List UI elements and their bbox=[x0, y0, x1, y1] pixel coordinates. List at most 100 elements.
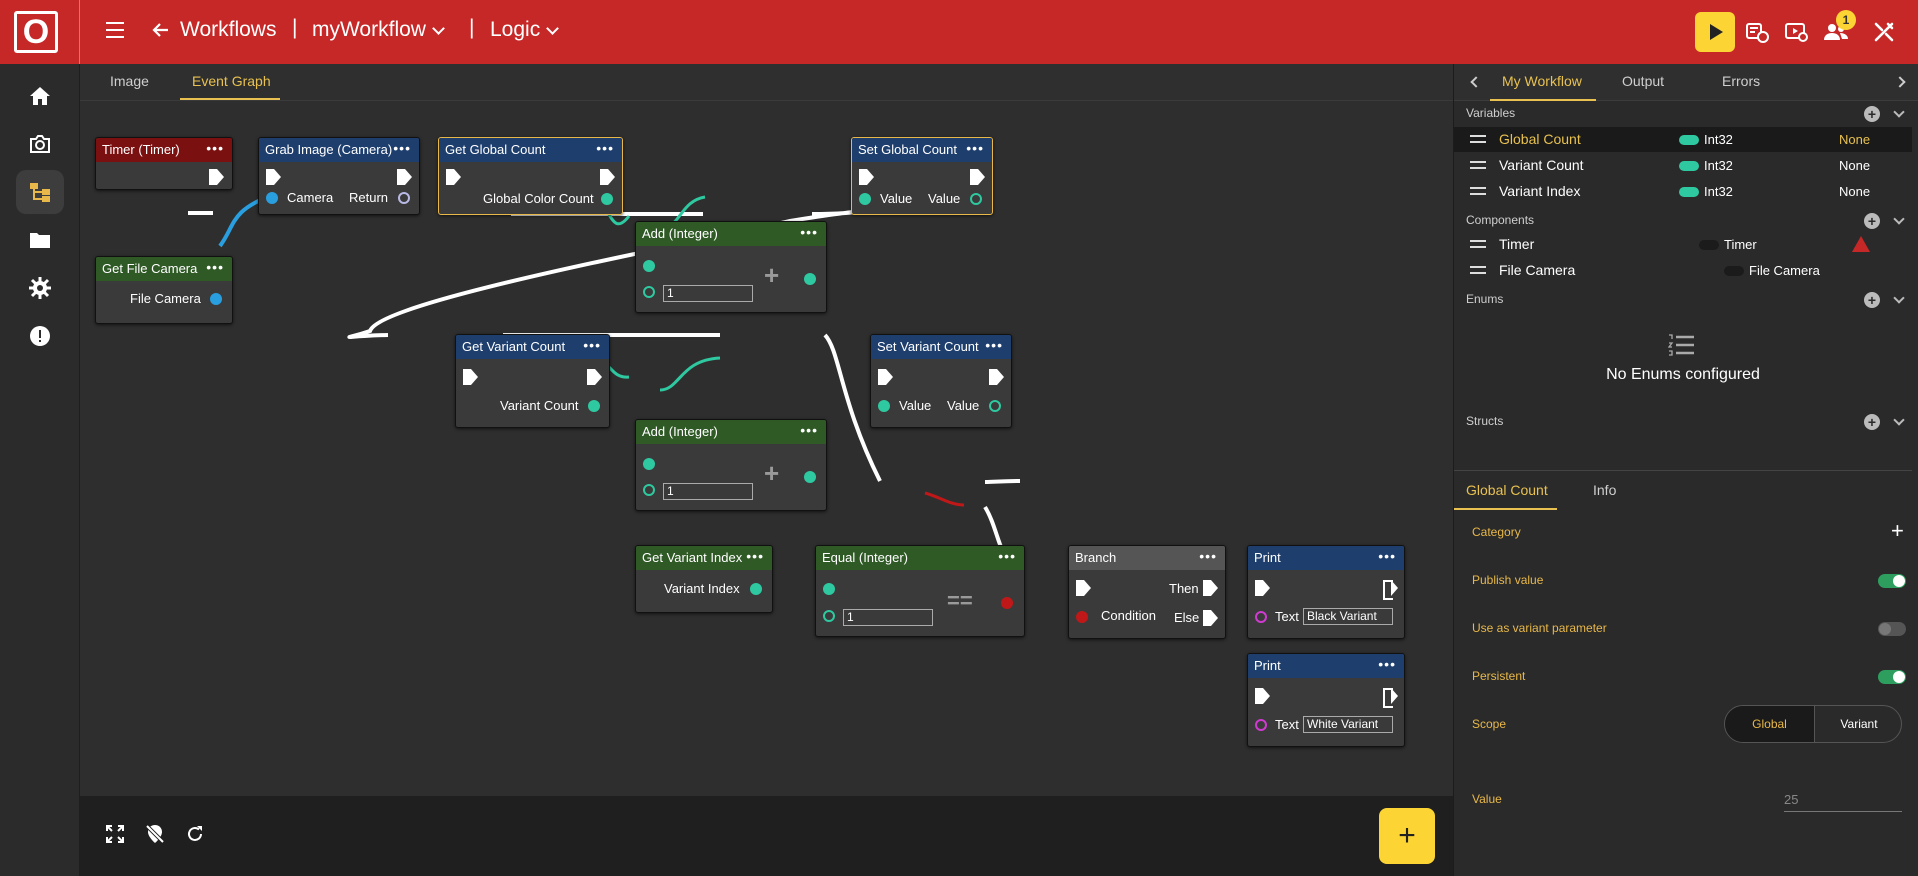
component-row[interactable]: Timer Timer bbox=[1454, 232, 1912, 257]
drag-handle-icon[interactable] bbox=[1470, 161, 1486, 173]
drag-handle-icon[interactable] bbox=[1470, 187, 1486, 199]
node-menu-icon[interactable]: ••• bbox=[1199, 548, 1217, 564]
text-value-input[interactable]: Black Variant bbox=[1303, 608, 1393, 625]
exec-out-pin[interactable] bbox=[209, 169, 224, 185]
result-out-pin[interactable] bbox=[1001, 597, 1013, 609]
event-graph-canvas[interactable]: Timer (Timer)••• Grab Image (Camera)••• … bbox=[80, 101, 1453, 796]
result-out-pin[interactable] bbox=[804, 471, 816, 483]
value-out-pin[interactable] bbox=[970, 193, 982, 205]
node-menu-icon[interactable]: ••• bbox=[206, 259, 224, 275]
exec-out-pin[interactable] bbox=[989, 369, 1004, 385]
exec-out-pin[interactable] bbox=[600, 169, 615, 185]
text-in-pin[interactable] bbox=[1255, 611, 1267, 623]
b-in-pin[interactable] bbox=[643, 484, 655, 496]
print-node[interactable]: Print••• Text Black Variant bbox=[1247, 545, 1405, 639]
text-value-input[interactable]: White Variant bbox=[1303, 716, 1393, 733]
b-value-input[interactable]: 1 bbox=[843, 609, 933, 626]
add-integer-node[interactable]: Add (Integer)••• 1 + bbox=[635, 419, 827, 511]
add-variable-button[interactable]: + bbox=[1864, 106, 1880, 122]
node-menu-icon[interactable]: ••• bbox=[746, 548, 764, 564]
workflow-selector[interactable]: myWorkflow bbox=[312, 18, 445, 42]
camera-in-pin[interactable] bbox=[266, 192, 278, 204]
variable-row[interactable]: Global Count Int32 None bbox=[1454, 127, 1912, 152]
node-menu-icon[interactable]: ••• bbox=[966, 140, 984, 156]
variant-parameter-toggle[interactable] bbox=[1878, 622, 1906, 636]
tab-my-workflow[interactable]: My Workflow bbox=[1502, 73, 1582, 89]
nav-files[interactable] bbox=[16, 218, 64, 262]
variable-row[interactable]: Variant Count Int32 None bbox=[1454, 153, 1912, 178]
node-menu-icon[interactable]: ••• bbox=[800, 224, 818, 240]
exec-out-pin[interactable] bbox=[587, 369, 602, 385]
set-variant-count-node[interactable]: Set Variant Count••• Value Value bbox=[870, 334, 1012, 428]
get-file-camera-node[interactable]: Get File Camera••• File Camera bbox=[95, 256, 233, 324]
chevron-down-icon[interactable] bbox=[1893, 292, 1905, 304]
component-row[interactable]: File Camera File Camera bbox=[1454, 258, 1912, 283]
get-variant-index-node[interactable]: Get Variant Index••• Variant Index bbox=[635, 545, 773, 613]
deploy-icon[interactable] bbox=[1739, 14, 1775, 50]
node-menu-icon[interactable]: ••• bbox=[998, 548, 1016, 564]
add-node-button[interactable]: + bbox=[1379, 808, 1435, 864]
exec-out-pin[interactable] bbox=[397, 169, 412, 185]
nav-alerts[interactable] bbox=[16, 314, 64, 358]
node-menu-icon[interactable]: ••• bbox=[985, 337, 1003, 353]
node-menu-icon[interactable]: ••• bbox=[1378, 548, 1396, 564]
add-category-button[interactable]: + bbox=[1891, 518, 1904, 543]
get-variant-count-node[interactable]: Get Variant Count••• Variant Count bbox=[455, 334, 610, 428]
exec-out-pin[interactable] bbox=[970, 169, 985, 185]
b-value-input[interactable]: 1 bbox=[663, 285, 753, 302]
exec-in-pin[interactable] bbox=[1076, 580, 1091, 596]
data-out-pin[interactable] bbox=[601, 193, 613, 205]
chevron-down-icon[interactable] bbox=[1893, 213, 1905, 225]
fit-view-icon[interactable] bbox=[105, 824, 125, 849]
data-out-pin[interactable] bbox=[588, 400, 600, 412]
nav-settings[interactable] bbox=[16, 266, 64, 310]
text-in-pin[interactable] bbox=[1255, 719, 1267, 731]
nav-logic[interactable] bbox=[16, 170, 64, 214]
back-to-workflows-link[interactable]: Workflows bbox=[152, 18, 276, 42]
node-menu-icon[interactable]: ••• bbox=[1378, 656, 1396, 672]
variable-row[interactable]: Variant Index Int32 None bbox=[1454, 179, 1912, 204]
nav-camera[interactable] bbox=[16, 122, 64, 166]
add-enum-button[interactable]: + bbox=[1864, 292, 1880, 308]
branch-node[interactable]: Branch••• Then Condition Else bbox=[1068, 545, 1226, 639]
node-menu-icon[interactable]: ••• bbox=[596, 140, 614, 156]
value-input[interactable]: 25 bbox=[1784, 792, 1902, 812]
drag-handle-icon[interactable] bbox=[1470, 240, 1486, 252]
print-node[interactable]: Print••• Text White Variant bbox=[1247, 653, 1405, 747]
equal-integer-node[interactable]: Equal (Integer)••• 1 == bbox=[815, 545, 1025, 637]
value-in-pin[interactable] bbox=[878, 400, 890, 412]
exec-in-pin[interactable] bbox=[446, 169, 461, 185]
tab-output[interactable]: Output bbox=[1622, 73, 1665, 89]
result-out-pin[interactable] bbox=[804, 273, 816, 285]
exec-in-pin[interactable] bbox=[266, 169, 281, 185]
node-menu-icon[interactable]: ••• bbox=[206, 140, 224, 156]
add-integer-node[interactable]: Add (Integer)••• 1 + bbox=[635, 221, 827, 313]
b-in-pin[interactable] bbox=[823, 610, 835, 622]
node-menu-icon[interactable]: ••• bbox=[583, 337, 601, 353]
value-out-pin[interactable] bbox=[989, 400, 1001, 412]
drag-handle-icon[interactable] bbox=[1470, 266, 1486, 278]
exec-in-pin[interactable] bbox=[878, 369, 893, 385]
tab-info[interactable]: Info bbox=[1593, 482, 1617, 498]
node-menu-icon[interactable]: ••• bbox=[800, 422, 818, 438]
exec-in-pin[interactable] bbox=[1255, 580, 1270, 596]
get-global-count-node[interactable]: Get Global Count••• Global Color Count bbox=[438, 137, 623, 215]
preview-icon[interactable] bbox=[1778, 14, 1814, 50]
nav-home[interactable] bbox=[16, 74, 64, 118]
b-value-input[interactable]: 1 bbox=[663, 483, 753, 500]
drag-handle-icon[interactable] bbox=[1470, 135, 1486, 147]
chevron-left-icon[interactable] bbox=[1470, 76, 1482, 88]
exec-in-pin[interactable] bbox=[1255, 688, 1270, 704]
exec-out-pin[interactable] bbox=[1383, 688, 1398, 708]
exec-out-pin[interactable] bbox=[1383, 580, 1398, 600]
exec-in-pin[interactable] bbox=[859, 169, 874, 185]
data-out-pin[interactable] bbox=[750, 583, 762, 595]
chevron-down-icon[interactable] bbox=[1893, 106, 1905, 118]
then-out-pin[interactable] bbox=[1203, 580, 1218, 596]
a-in-pin[interactable] bbox=[643, 260, 655, 272]
camera-out-pin[interactable] bbox=[210, 293, 222, 305]
chevron-right-icon[interactable] bbox=[1894, 76, 1906, 88]
exec-in-pin[interactable] bbox=[463, 369, 478, 385]
tab-event-graph[interactable]: Event Graph bbox=[192, 73, 271, 89]
run-button[interactable] bbox=[1695, 12, 1735, 52]
